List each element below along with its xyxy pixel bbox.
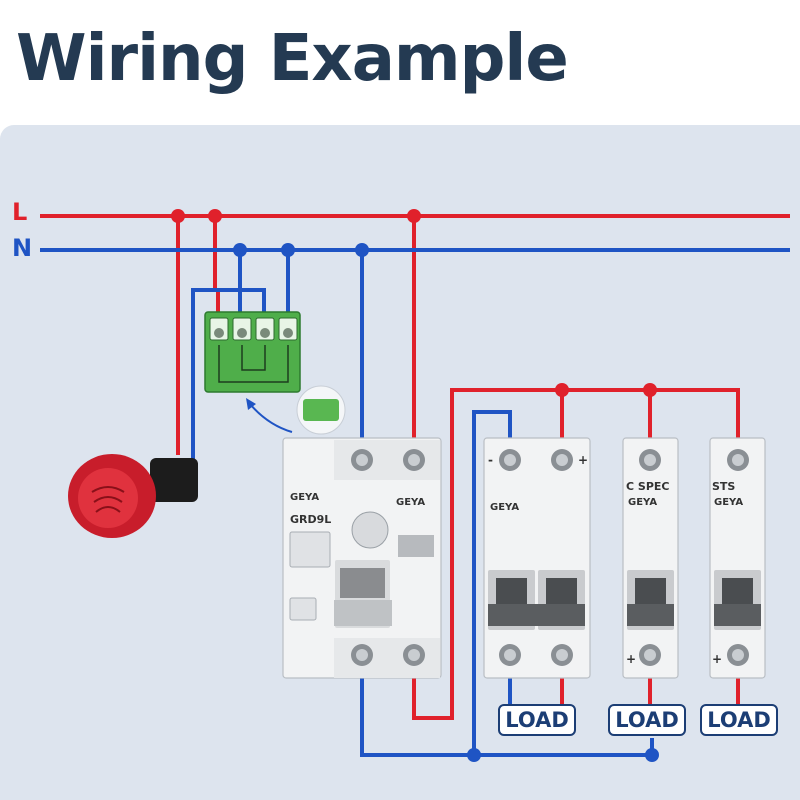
load-label-3: LOAD — [700, 704, 778, 736]
rcd-model: GRD9L — [290, 513, 331, 526]
svg-text:+: + — [712, 652, 722, 666]
line-label: L — [12, 198, 28, 226]
svg-text:-: - — [488, 453, 493, 467]
spd1-top: C SPEC — [626, 480, 669, 493]
relay-part-callout — [246, 385, 346, 435]
page-title: Wiring Example — [16, 22, 569, 96]
spd2-top: STS — [712, 480, 735, 493]
load-label-1: LOAD — [498, 704, 576, 736]
spd2-brand: GEYA — [714, 497, 743, 508]
rcd-breaker: GEYA GRD9L GEYA — [282, 437, 442, 679]
spd1-brand: GEYA — [628, 497, 657, 508]
junction-dots — [171, 209, 659, 762]
dc-breaker-brand: GEYA — [490, 502, 519, 513]
dc-breaker: - + GEYA — [483, 437, 591, 679]
rcd-right-brand: GEYA — [396, 497, 425, 508]
spd-2: STS GEYA + — [709, 437, 766, 679]
rcd-brand: GEYA — [290, 492, 319, 503]
relay-module — [204, 311, 301, 393]
svg-text:+: + — [578, 453, 588, 467]
neutral-label: N — [12, 234, 33, 262]
svg-text:+: + — [626, 652, 636, 666]
spd-1: C SPEC GEYA + — [622, 437, 679, 679]
buzzer — [68, 454, 198, 538]
load-label-2: LOAD — [608, 704, 686, 736]
